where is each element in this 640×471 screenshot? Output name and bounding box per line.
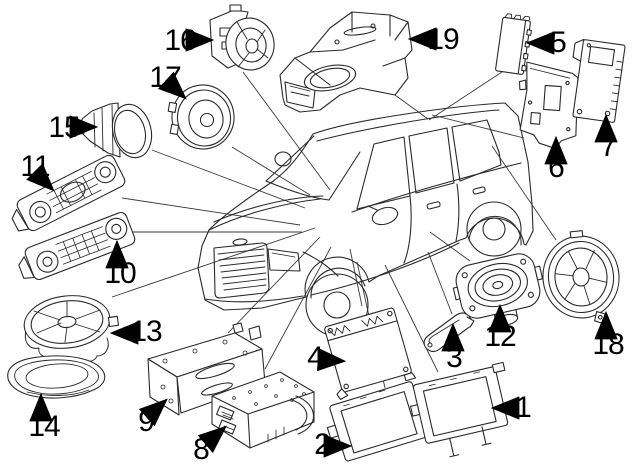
arrow-9 bbox=[138, 398, 168, 427]
leader-line-13 bbox=[111, 227, 316, 298]
part-10-control-panel bbox=[18, 211, 136, 281]
leader-line-6 bbox=[431, 114, 525, 139]
callout-label-15: 15 bbox=[48, 111, 80, 144]
leader-line-19 bbox=[394, 94, 429, 120]
part-4-control-module bbox=[324, 307, 417, 401]
arrow-8 bbox=[197, 425, 227, 454]
callout-label-13: 13 bbox=[130, 315, 162, 348]
leader-line-4 bbox=[349, 248, 363, 307]
part-16-speaker-with-bracket bbox=[209, 4, 275, 71]
rear-wheel bbox=[466, 201, 522, 257]
part-1-display-unit bbox=[410, 361, 509, 458]
part-6-mounting-bracket-plate bbox=[518, 61, 579, 149]
arrow-17 bbox=[157, 71, 187, 100]
headlight bbox=[267, 248, 301, 272]
leader-line-5 bbox=[428, 69, 506, 121]
part-14-speaker-trim-tray bbox=[7, 355, 106, 399]
leader-line-12 bbox=[429, 231, 471, 262]
part-13-subwoofer-speaker bbox=[23, 295, 120, 363]
callout-label-8: 8 bbox=[193, 433, 210, 466]
callout-label-2: 2 bbox=[314, 428, 331, 461]
callout-label-14: 14 bbox=[28, 410, 60, 443]
callout-label-1: 1 bbox=[515, 391, 532, 424]
parts bbox=[7, 4, 626, 462]
arrow-11 bbox=[26, 163, 55, 192]
callout-label-4: 4 bbox=[307, 341, 324, 374]
callout-label-10: 10 bbox=[104, 257, 136, 290]
window-rear bbox=[451, 119, 502, 182]
callout-label-6: 6 bbox=[548, 151, 565, 184]
grille-slats bbox=[217, 248, 267, 291]
a-pillar bbox=[265, 135, 315, 182]
leader-line-1 bbox=[384, 264, 439, 373]
callout-label-18: 18 bbox=[592, 328, 624, 361]
door-handle-2 bbox=[472, 186, 486, 195]
part-8-radio-head-unit bbox=[211, 371, 315, 449]
leader-line-16 bbox=[242, 71, 331, 191]
part-17-door-speaker bbox=[167, 84, 235, 150]
door-seam-1 bbox=[403, 195, 412, 264]
door-seam-2 bbox=[455, 183, 460, 242]
callout-label-16: 16 bbox=[164, 24, 196, 57]
grille-outline bbox=[213, 242, 270, 299]
window-middle bbox=[408, 127, 455, 194]
callout-arrows bbox=[26, 27, 618, 458]
callout-label-7: 7 bbox=[600, 130, 617, 163]
mirror-arm bbox=[367, 205, 378, 211]
callout-label-9: 9 bbox=[138, 405, 155, 438]
hood-line-1 bbox=[208, 198, 321, 231]
callout-label-19: 19 bbox=[427, 23, 459, 56]
callout-label-3: 3 bbox=[446, 341, 463, 374]
callout-label-17: 17 bbox=[149, 61, 181, 94]
headlight-inner bbox=[271, 252, 296, 258]
door-handle-1 bbox=[426, 201, 441, 210]
windshield-edge bbox=[328, 151, 361, 201]
leader-line-8 bbox=[264, 246, 332, 370]
vehicle-illustration bbox=[197, 102, 534, 337]
fender-crease bbox=[302, 251, 339, 277]
front-wheel-hub bbox=[323, 291, 351, 319]
part-15-tweeter-speaker bbox=[72, 102, 153, 159]
part-19-subwoofer-enclosure bbox=[279, 11, 413, 113]
far-side-mirror bbox=[274, 151, 292, 167]
part-11-control-panel bbox=[11, 154, 126, 232]
front-arch-lip bbox=[310, 267, 366, 299]
badge bbox=[232, 238, 248, 246]
leader-line-3 bbox=[427, 251, 453, 315]
callout-label-5: 5 bbox=[550, 26, 567, 59]
side-mirror bbox=[371, 206, 399, 226]
part-7-amplifier bbox=[572, 38, 626, 123]
part-5-control-module bbox=[495, 13, 532, 75]
leader-line-18 bbox=[491, 145, 557, 241]
arrow-4 bbox=[316, 347, 347, 372]
rear-arch-lip bbox=[468, 215, 522, 246]
roof-inner-line bbox=[316, 109, 500, 142]
window-front bbox=[356, 136, 411, 210]
bumper-line bbox=[204, 295, 304, 303]
rocker-line bbox=[310, 242, 460, 296]
rear-wheel-hub bbox=[482, 217, 506, 241]
part-18-rear-speaker bbox=[542, 230, 620, 325]
leader-line-17 bbox=[231, 146, 311, 196]
callout-label-11: 11 bbox=[20, 150, 50, 183]
leader-lines bbox=[111, 69, 557, 389]
cowl-line bbox=[265, 180, 330, 201]
part-12-door-speaker bbox=[452, 253, 544, 326]
vehicle-body-outline bbox=[197, 102, 534, 311]
callout-label-12: 12 bbox=[484, 320, 516, 353]
leader-line-15 bbox=[151, 149, 306, 209]
leader-line-11 bbox=[121, 197, 301, 226]
